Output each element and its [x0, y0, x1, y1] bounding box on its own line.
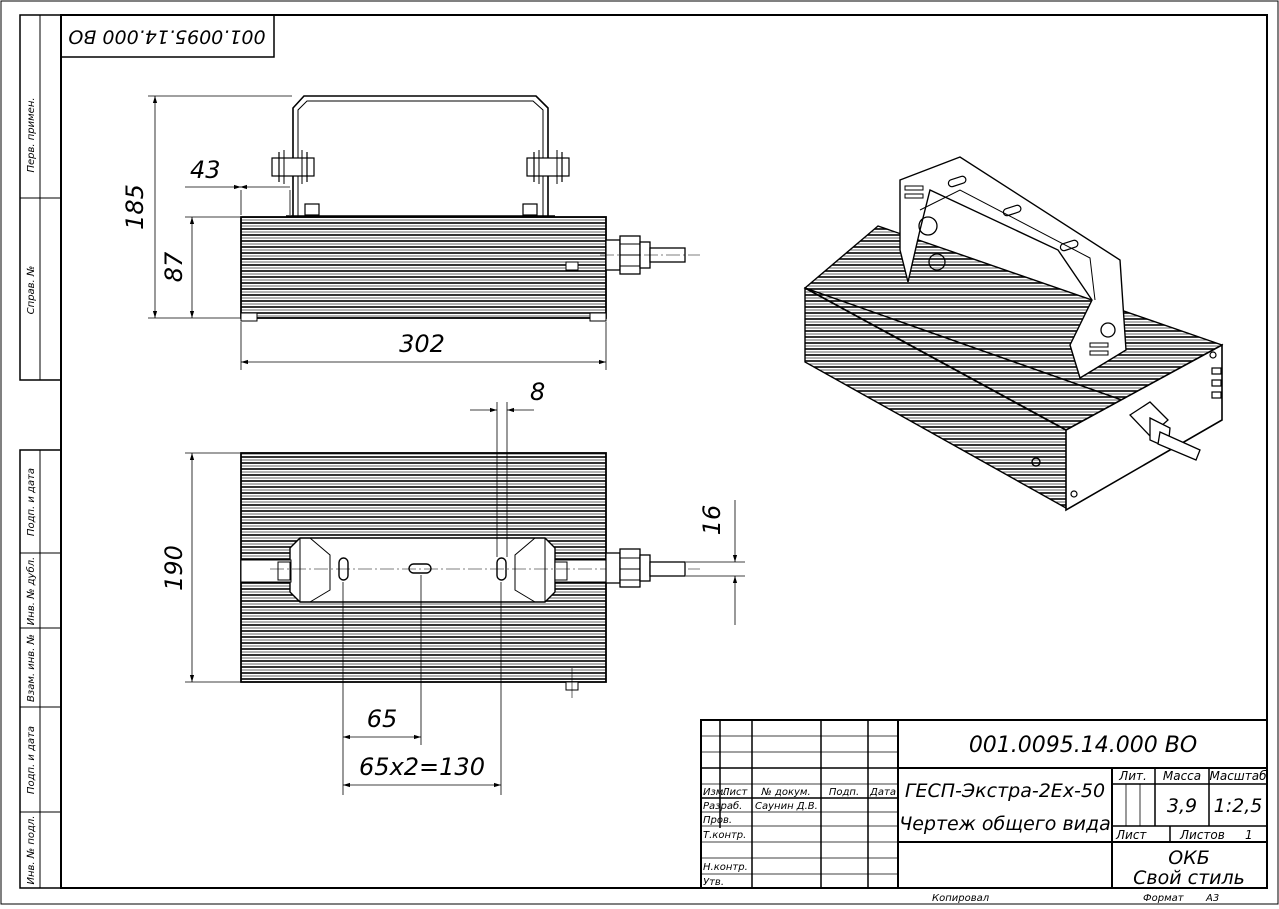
tb-name-line2: Чертеж общего вида [899, 813, 1111, 835]
strip-inv-dubl: Инв. № дубл. [25, 557, 37, 625]
tb-h-data: Дата [869, 787, 896, 798]
tb-kopiroval: Копировал [932, 893, 990, 904]
strip-sprav-no: Справ. № [26, 266, 37, 315]
isometric-view [803, 156, 1224, 512]
tb-masshtab-val: 1:2,5 [1214, 795, 1263, 817]
dim-302: 302 [399, 330, 445, 358]
title-block [700, 719, 1268, 889]
front-body [240, 216, 607, 319]
tb-h-list: Лист [721, 787, 749, 798]
tb-utv: Утв. [703, 877, 724, 888]
tb-lit: Лит. [1118, 769, 1147, 783]
tb-format-label: Формат [1143, 893, 1185, 904]
strip-podp-data-2: Подп. и дата [26, 726, 37, 794]
dim-43: 43 [190, 156, 221, 184]
dim-16: 16 [698, 505, 726, 536]
tb-designation: 001.0095.14.000 ВО [969, 733, 1197, 758]
tb-org2: Свой стиль [1133, 867, 1245, 889]
tb-prov: Пров. [703, 815, 732, 826]
front-bracket [292, 95, 549, 216]
front-dimensions [148, 95, 607, 370]
tb-razrab: Разраб. [703, 800, 742, 812]
strip-podp-data-1: Подп. и дата [26, 468, 37, 536]
dim-190: 190 [160, 545, 188, 591]
corner-code-text: 001.0095.14.000 ВО [68, 26, 265, 48]
front-view [240, 95, 700, 322]
dim-185: 185 [121, 184, 149, 230]
tb-tkontr: Т.контр. [703, 830, 746, 841]
tb-org1: ОКБ [1168, 847, 1209, 869]
dim-65x2: 65х2=130 [359, 753, 485, 781]
tb-h-podp: Подп. [829, 787, 859, 798]
tb-list-label: Лист [1115, 828, 1147, 842]
tb-format-val: А3 [1205, 893, 1219, 904]
tb-nkontr: Н.контр. [703, 862, 748, 873]
corner-designation: 001.0095.14.000 ВО [60, 14, 275, 58]
tb-masshtab: Масштаб [1209, 769, 1267, 783]
tb-razrab-name: Саунин Д.В. [755, 801, 818, 812]
tb-h-dokum: № докум. [760, 787, 810, 798]
tb-massa-val: 3,9 [1167, 795, 1197, 817]
top-view [240, 452, 700, 698]
strip-inv-podl: Инв. № подл. [26, 816, 37, 885]
top-slot-center [408, 563, 432, 574]
iso-bracket [899, 156, 1127, 380]
tb-massa: Масса [1163, 769, 1201, 783]
strip-vzam-inv: Взам. инв. № [26, 634, 37, 702]
top-dimensions [185, 402, 745, 795]
strip-perv-primen: Перв. примен. [26, 97, 37, 172]
dim-87: 87 [160, 251, 188, 282]
tb-listov-val: 1 [1245, 828, 1253, 842]
tb-name-line1: ГЕСП-Экстра-2Ех-50 [905, 780, 1105, 802]
dim-8: 8 [530, 378, 545, 406]
top-cable-gland [605, 552, 621, 584]
tb-h-izm: Изм. [703, 787, 727, 798]
side-strip: Перв. примен. Справ. № Подп. и дата Инв.… [19, 14, 62, 889]
dim-65: 65 [367, 705, 398, 733]
tb-listov-label: Листов [1179, 828, 1225, 842]
front-bolt-right [526, 157, 570, 177]
front-bolt-left [271, 157, 315, 177]
